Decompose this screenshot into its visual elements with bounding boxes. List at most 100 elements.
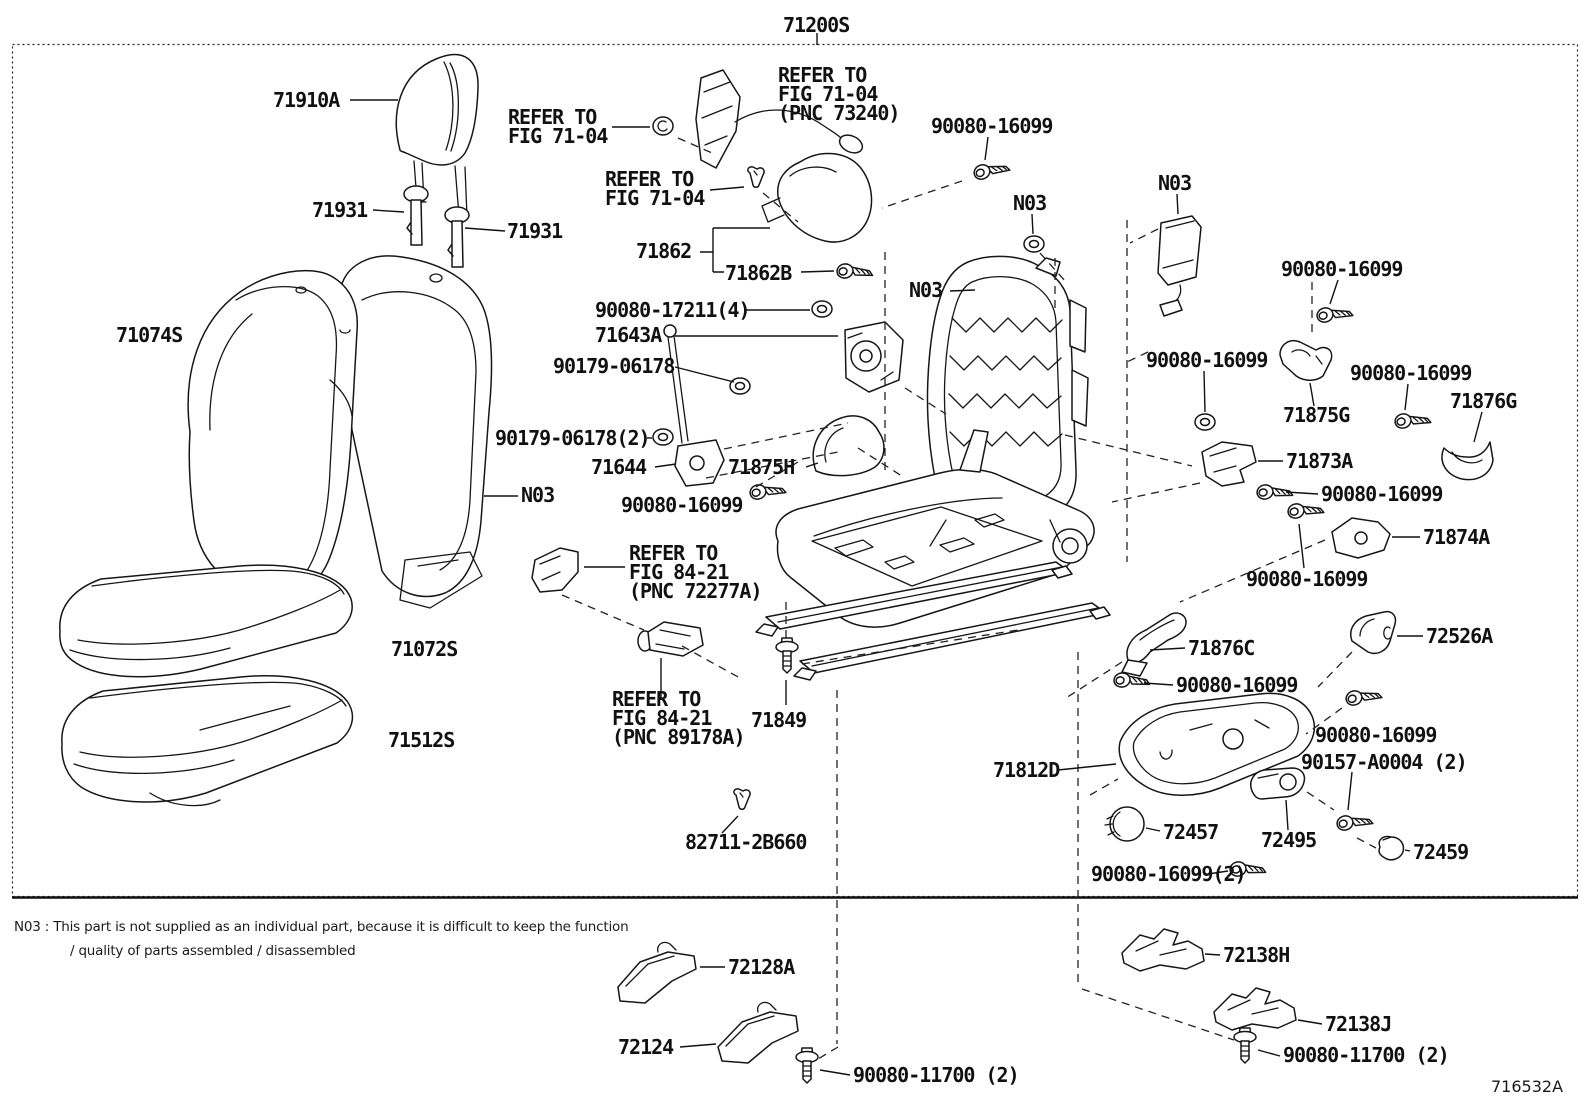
nut-c-art [1194, 413, 1216, 431]
label-72124: 72124 [618, 1035, 674, 1059]
label-06178-2: 90179-06178(2) [495, 426, 650, 450]
label-72128A: 72128A [728, 955, 795, 979]
label-refer-1a: REFER TO [508, 105, 597, 129]
shield-71812D-art [1118, 692, 1316, 796]
label-71873A: 71873A [1286, 449, 1353, 473]
seat-illustrations [59, 53, 1494, 1084]
label-71862B: 71862B [725, 261, 792, 285]
label-71072S: 71072S [391, 637, 457, 661]
part-labels: 71200S 71910A REFER TO FIG 71-04 REFER T… [116, 13, 1518, 1087]
label-71931-1: 71931 [312, 198, 368, 222]
n03-box-art [1157, 215, 1202, 317]
label-82711: 82711-2B660 [685, 830, 806, 854]
label-refer-4b: FIG 84-21 [629, 560, 729, 584]
label-16099-e: 90080-16099 [1321, 482, 1442, 506]
label-72138J: 72138J [1325, 1012, 1391, 1036]
label-n03-4: N03 [521, 483, 554, 507]
headrest-art [395, 53, 479, 166]
screw-b-art [1314, 298, 1354, 328]
label-71910A: 71910A [273, 88, 340, 112]
label-16099-2: 90080-16099(2) [1091, 862, 1246, 886]
leader-lines [350, 99, 1483, 1076]
label-71074S: 71074S [116, 323, 182, 347]
seatbase-frame-art [775, 429, 1095, 628]
nut-17211-art [811, 300, 833, 318]
label-refer-5c: (PNC 89178A) [612, 725, 745, 749]
screw-90157-art [1334, 806, 1374, 836]
cushion-cover-art [59, 564, 353, 678]
bracket-72138H-art [1121, 928, 1205, 972]
bracket-71874A-art [1331, 517, 1391, 559]
clip-82711-art [733, 788, 751, 810]
label-71812D: 71812D [993, 758, 1060, 782]
screw-e-art [1254, 478, 1294, 505]
bracket-71876G-art [1441, 441, 1494, 481]
screw-d-art [1392, 405, 1432, 434]
label-71875G: 71875G [1283, 403, 1350, 427]
label-11700-b: 90080-11700 (2) [1283, 1043, 1449, 1067]
label-refer-2c: (PNC 73240) [778, 101, 899, 125]
label-refer-3a: REFER TO [605, 167, 694, 191]
screw-i-art [1343, 681, 1383, 712]
label-16099-h: 90080-16099 [1176, 673, 1297, 697]
shield-71875H-art [812, 415, 885, 477]
label-71862: 71862 [636, 239, 691, 263]
belt-buckle-art [695, 69, 864, 169]
label-refer-2b: FIG 71-04 [778, 82, 878, 106]
knob-72457-art [1104, 806, 1145, 842]
cover-72128A-art [617, 941, 697, 1004]
label-16099-i: 90080-16099 [1315, 723, 1436, 747]
cap-72459-art [1378, 835, 1405, 861]
label-72459: 72459 [1413, 840, 1468, 864]
label-71512S: 71512S [388, 728, 454, 752]
clip-art [747, 166, 765, 188]
label-71849: 71849 [751, 708, 806, 732]
seatback-cover-art [187, 269, 359, 598]
cushion-pad-art [61, 675, 354, 803]
label-11700-a: 90080-11700 (2) [853, 1063, 1019, 1087]
label-71931-2: 71931 [507, 219, 563, 243]
label-n03-3: N03 [909, 278, 942, 302]
label-n03-2: N03 [1158, 171, 1191, 195]
nut-06178-art [729, 377, 751, 395]
label-refer-4a: REFER TO [629, 541, 718, 565]
bolt-11700a-art [795, 1047, 819, 1084]
recliner-cover-art [777, 152, 873, 243]
label-16099-d: 90080-16099 [1350, 361, 1471, 385]
label-71875H: 71875H [728, 455, 794, 479]
label-refer-5b: FIG 84-21 [612, 706, 712, 730]
bracket-72277A-art [531, 547, 579, 593]
bracket-72138J-art [1213, 987, 1297, 1031]
label-71200S: 71200S [783, 13, 849, 37]
label-90157: 90157-A0004 (2) [1301, 750, 1467, 774]
grommet-art [652, 116, 674, 136]
label-16099-f: 90080-16099 [1246, 567, 1367, 591]
bolt-71849-art [775, 637, 799, 674]
label-refer-4c: (PNC 72277A) [629, 579, 762, 603]
label-71876C: 71876C [1188, 636, 1254, 660]
cover-72124-art [717, 1001, 799, 1064]
label-refer-5a: REFER TO [612, 687, 701, 711]
sensor-89178A-art [637, 621, 704, 657]
label-16099-g: 90080-16099 [621, 493, 742, 517]
label-71644: 71644 [591, 455, 647, 479]
handle-72495-art [1250, 767, 1306, 800]
label-16099-c: 90080-16099 [1146, 348, 1267, 372]
screw-top-art [971, 153, 1011, 186]
label-refer-1b: FIG 71-04 [508, 124, 608, 148]
label-16099-b: 90080-16099 [1281, 257, 1402, 281]
footnote-line2: / quality of parts assembled / disassemb… [70, 943, 356, 959]
dashed-lines [561, 137, 1377, 1060]
seatback-pad-art [339, 255, 493, 598]
label-72495: 72495 [1261, 828, 1316, 852]
label-71643A: 71643A [595, 323, 662, 347]
label-17211: 90080-17211(4) [595, 298, 750, 322]
sheet-code: 716532A [1491, 1077, 1563, 1096]
nut-n03-art [1023, 235, 1045, 253]
label-72457: 72457 [1163, 820, 1218, 844]
height-link-art [663, 324, 725, 487]
label-71876G: 71876G [1450, 389, 1517, 413]
recliner-mech-art [844, 321, 904, 393]
